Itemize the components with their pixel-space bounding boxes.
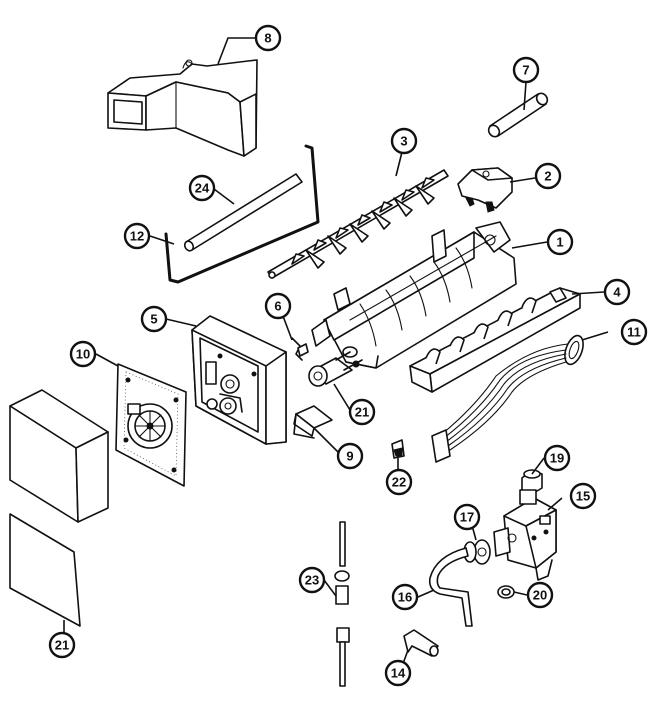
callout-5: 5	[140, 305, 168, 333]
part-switch	[308, 351, 363, 387]
part-thermostat	[457, 167, 513, 213]
callout-14: 14	[384, 659, 412, 687]
part-insulation-pad	[9, 513, 81, 627]
part-water-valve	[493, 489, 557, 581]
part-tubing	[334, 521, 350, 687]
part-fill-tube	[428, 547, 473, 627]
svg-text:21: 21	[355, 405, 369, 420]
svg-text:1: 1	[556, 235, 563, 250]
part-mounting-plate	[115, 363, 187, 487]
part-switch-lever	[291, 337, 309, 361]
callout-16: 16	[391, 583, 419, 611]
callout-3: 3	[390, 127, 418, 155]
svg-text:9: 9	[346, 449, 353, 464]
svg-text:16: 16	[398, 590, 412, 605]
callout-11: 11	[620, 318, 648, 346]
part-shield	[293, 405, 333, 439]
callout-18: 19	[543, 444, 571, 472]
svg-text:24: 24	[195, 181, 210, 196]
callout-10: 10	[69, 340, 97, 368]
svg-text:8: 8	[264, 31, 271, 46]
callout-4: 4	[603, 278, 631, 306]
callout-12: 12	[123, 222, 151, 250]
part-fitting	[463, 539, 491, 565]
part-shutoff-rod	[183, 173, 303, 252]
callout-15: 15	[569, 482, 597, 510]
part-wire-harness	[431, 334, 584, 463]
svg-text:7: 7	[522, 63, 529, 78]
part-fill-cup	[107, 59, 258, 157]
callout-7: 7	[512, 56, 540, 84]
svg-text:12: 12	[130, 229, 144, 244]
svg-text:11: 11	[627, 325, 641, 340]
callout-21: 21	[48, 631, 76, 659]
svg-text:3: 3	[400, 134, 407, 149]
callout-2: 2	[534, 162, 562, 190]
part-clip	[391, 439, 405, 459]
svg-text:15: 15	[576, 489, 590, 504]
part-bail-wire	[164, 144, 320, 284]
svg-text:2: 2	[544, 169, 551, 184]
svg-text:5: 5	[150, 312, 157, 327]
part-module	[191, 315, 287, 445]
callout-17: 17	[453, 503, 481, 531]
callout-23: 23	[298, 566, 326, 594]
part-washer	[497, 585, 515, 599]
svg-text:17: 17	[460, 510, 474, 525]
svg-text:10: 10	[76, 347, 90, 362]
svg-text:20: 20	[533, 588, 547, 603]
part-stripper	[409, 287, 581, 393]
svg-text:14: 14	[391, 666, 406, 681]
part-tube	[487, 92, 549, 138]
callout-9: 9	[336, 442, 364, 470]
part-bracket	[403, 629, 439, 657]
svg-text:21: 21	[55, 638, 69, 653]
callout-8: 8	[254, 24, 282, 52]
svg-text:6: 6	[274, 299, 281, 314]
part-ejector	[267, 169, 449, 279]
part-cover	[9, 389, 109, 523]
callout-19: 20	[526, 581, 554, 609]
part-mold	[311, 221, 517, 369]
leader-lines	[63, 37, 609, 673]
svg-text:19: 19	[550, 451, 564, 466]
callout-22: 22	[385, 468, 413, 496]
callout-6: 6	[264, 292, 292, 320]
svg-text:23: 23	[305, 573, 319, 588]
callout-20: 21	[348, 398, 376, 426]
svg-text:4: 4	[613, 285, 621, 300]
callout-24: 24	[188, 174, 216, 202]
svg-text:22: 22	[392, 475, 406, 490]
callout-1: 1	[546, 228, 574, 256]
